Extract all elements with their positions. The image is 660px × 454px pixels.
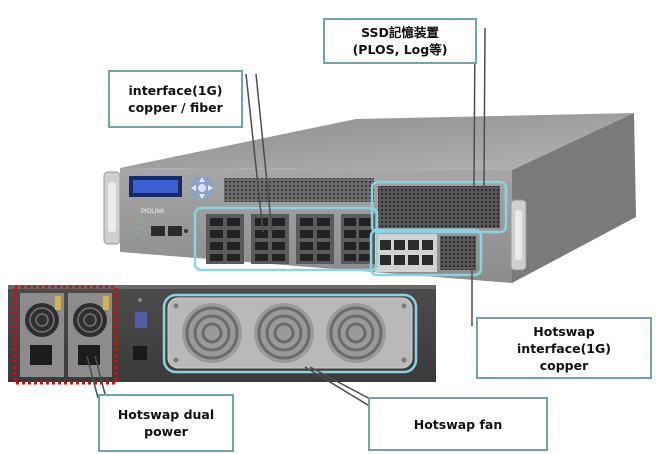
callout-hotswap-fan: Hotswap fan — [368, 397, 548, 451]
sfp-port-modules — [206, 214, 375, 264]
callout-interface-1g: interface(1G) copper / fiber — [108, 70, 243, 128]
ssd-bay — [378, 186, 500, 228]
rear-chassis — [8, 285, 436, 382]
front-chassis: PIOLINK — [103, 113, 636, 283]
callout-hotswap-interface: Hotswap interface(1G) copper — [476, 317, 652, 379]
power-highlight — [13, 285, 118, 385]
fan-tray — [167, 297, 413, 369]
callout-hotswap-power: Hotswap dual power — [98, 394, 234, 452]
leader-lines — [86, 27, 486, 406]
callout-ssd-storage: SSD記憶装置 (PLOS, Log等) — [323, 18, 477, 64]
highlight-outlines — [162, 180, 508, 374]
brand-label: PIOLINK — [141, 209, 165, 215]
power-supply-units — [20, 293, 112, 377]
rj45-module — [375, 234, 437, 272]
